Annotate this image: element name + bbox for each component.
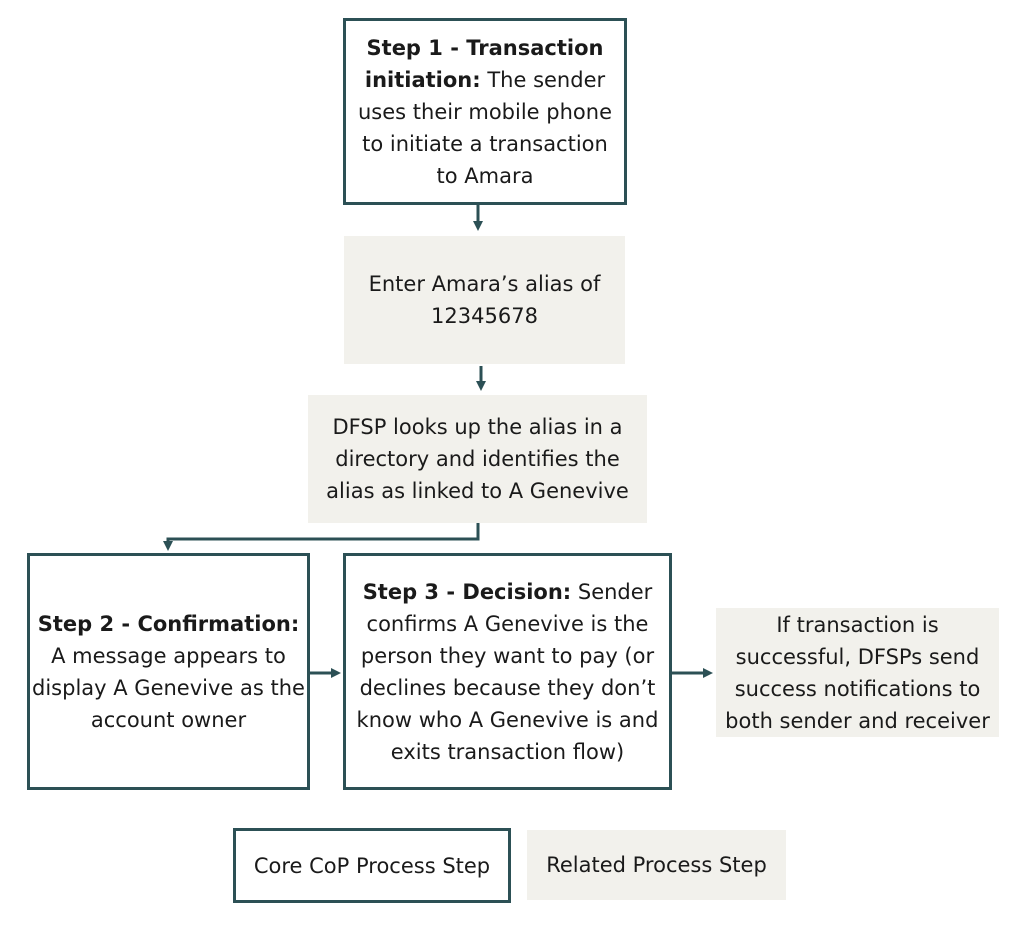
dfsp-lookup-text: DFSP looks up the alias in a directory a… (326, 415, 629, 503)
arrow-lookup-to-step2 (163, 523, 480, 551)
step3-text: Step 3 - Decision: Sender confirms A Gen… (352, 576, 663, 768)
step3-decision: Step 3 - Decision: Sender confirms A Gen… (343, 553, 672, 790)
step3-description: Sender confirms A Genevive is the person… (356, 579, 659, 764)
step2-confirmation: Step 2 - Confirmation: A message appears… (27, 553, 310, 790)
step2-description: A message appears to display A Genevive … (32, 643, 305, 732)
success-notification-step: If transaction is successful, DFSPs send… (716, 608, 999, 737)
step3-title: Step 3 - Decision: (362, 579, 572, 604)
step1-description: The sender uses their mobile phone to in… (357, 67, 612, 188)
legend-related-label: Related Process Step (546, 853, 767, 877)
legend-core-label: Core CoP Process Step (253, 853, 491, 878)
dfsp-lookup-step: DFSP looks up the alias in a directory a… (308, 395, 647, 523)
legend-related-step: Related Process Step (527, 830, 786, 900)
enter-alias-text: Enter Amara’s alias of 12345678 (368, 272, 601, 328)
step2-text: Step 2 - Confirmation: A message appears… (32, 608, 305, 736)
step1-transaction-initiation: Step 1 - Transaction initiation: The sen… (343, 18, 627, 205)
step2-title: Step 2 - Confirmation: (37, 611, 300, 636)
enter-alias-step: Enter Amara’s alias of 12345678 (344, 236, 625, 364)
step1-text: Step 1 - Transaction initiation: The sen… (350, 32, 620, 192)
success-text: If transaction is successful, DFSPs send… (725, 612, 990, 733)
step1-title: Step 1 - Transaction initiation: (364, 35, 604, 92)
legend-core-step: Core CoP Process Step (233, 828, 511, 903)
